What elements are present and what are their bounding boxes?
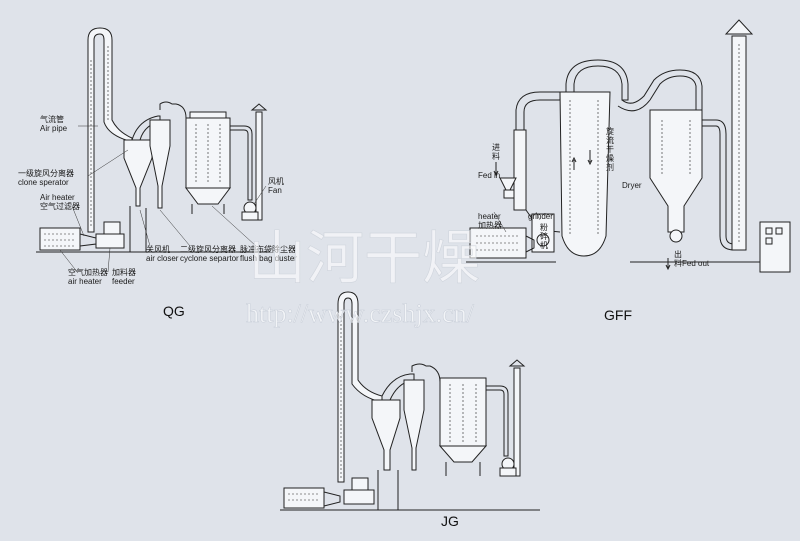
jg-diagram: JG <box>280 291 540 529</box>
qg-air-pipe <box>87 27 133 233</box>
jg-air-heater <box>283 487 325 509</box>
qg-air-heater <box>39 227 81 251</box>
gff-dryer-label-en: Dryer <box>622 181 642 190</box>
qg-air-pipe-label-en: Air pipe <box>40 124 68 133</box>
qg-first-cyclone <box>123 139 153 207</box>
qg-second-cyclone <box>149 119 171 209</box>
jg-first-cyclone <box>371 399 401 471</box>
gff-caption: GFF <box>604 307 632 323</box>
qg-air-pipe-label-cn: 气流管 <box>40 114 64 124</box>
qg-caption: QG <box>163 303 185 319</box>
qg-fan-label-cn: 风机 <box>268 176 284 186</box>
gff-grinder-label-cn1: 粉 <box>540 222 548 232</box>
qg-cyclone2-label-en: cyclone separtor <box>180 254 239 263</box>
qg-fan-label-en: Fan <box>268 186 282 195</box>
gff-exhaust-stack <box>731 35 747 251</box>
jg-exhaust-stack <box>513 367 521 477</box>
qg-closer-label-cn: 关风机 <box>146 244 170 254</box>
jg-caption: JG <box>441 513 459 529</box>
qg-bag-label-en: flush bag duster <box>240 254 297 263</box>
qg-feeder-label-en: feeder <box>112 277 135 286</box>
qg-closer-label-en: air closer <box>146 254 179 263</box>
watermark-brand: 山河干燥 <box>248 224 480 292</box>
gff-dryer-label-cn2: 流 <box>606 135 614 145</box>
gff-heater-label-en: heater <box>478 212 501 221</box>
gff-diagram: 进 料 Fed in heater 加热器 grinder 粉 碎 机 旋 流 … <box>466 19 791 323</box>
gff-grinder-label-cn2: 碎 <box>540 231 548 241</box>
gff-control-cabinet <box>759 221 791 273</box>
gff-out-label-cn1: 出 <box>674 249 682 259</box>
qg-clone-label-en: clone sperator <box>18 178 69 187</box>
gff-grinder-label-en: grinder <box>528 212 553 221</box>
qg-heater-label-en: air heater <box>68 277 102 286</box>
qg-feeder <box>103 221 121 235</box>
gff-dryer-label-cn1: 旋 <box>606 126 614 136</box>
qg-diagram: 气流管 Air pipe 一级旋风分离器 clone sperator Air … <box>18 27 297 319</box>
qg-bag-label-cn: 脉冲布袋除尘器 <box>240 244 296 254</box>
gff-inlet-duct <box>513 129 527 211</box>
gff-dryer-label-cn3: 干 <box>606 145 614 154</box>
jg-feeder <box>351 477 369 491</box>
qg-cyclone2-label-cn: 二级旋风分离器 <box>180 244 236 254</box>
jg-second-cyclone <box>403 379 425 471</box>
qg-filter-label-en: Air heater <box>40 193 75 202</box>
gff-dryer-label-cn4: 燥 <box>606 154 614 163</box>
gff-feed-in-label-en: Fed in <box>478 171 500 180</box>
gff-dryer-label-cn5: 剂 <box>606 162 614 172</box>
qg-filter-label-cn: 空气过滤器 <box>40 201 80 211</box>
gff-feed-in-label-cn2: 料 <box>492 151 500 161</box>
gff-out-label-en: Fed out <box>682 259 710 268</box>
watermark-url: http://www.czshjx.cn/ <box>246 299 475 328</box>
gff-grinder-label-cn3: 机 <box>540 240 548 250</box>
gff-out-label-cn2: 料 <box>674 258 682 268</box>
watermark: 山河干燥 http://www.czshjx.cn/ <box>246 224 481 329</box>
gff-dryer-column <box>559 91 611 257</box>
gff-feed-in-label-cn1: 进 <box>492 143 500 152</box>
qg-exhaust-stack <box>255 111 263 221</box>
gff-cyclone-column <box>649 109 703 233</box>
qg-heater-label-cn: 空气加热器 <box>68 267 108 277</box>
qg-feeder-label-cn: 加料器 <box>112 267 136 277</box>
qg-clone-label-cn: 一级旋风分离器 <box>18 168 74 178</box>
gff-heater-label-cn: 加热器 <box>478 220 502 230</box>
gff-out-valve <box>669 229 683 243</box>
